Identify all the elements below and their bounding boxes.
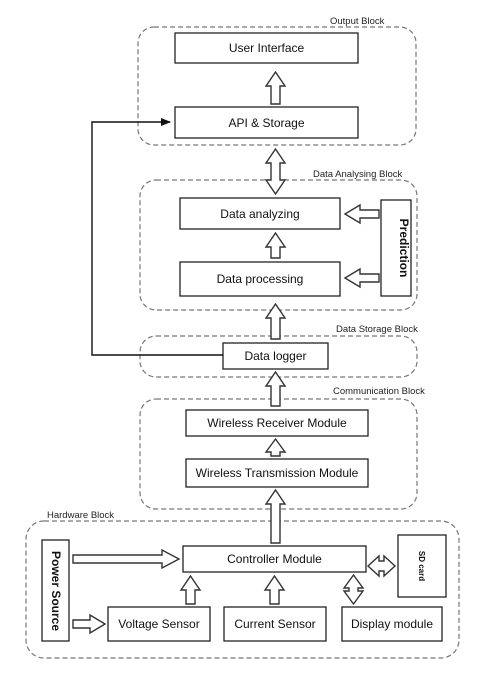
feedback-line-logger-to-api [91, 118, 223, 356]
arrow-current-to-controller [263, 574, 286, 605]
data-logger-label: Data logger [244, 349, 306, 363]
arrow-processing-to-analyzing [264, 231, 287, 259]
current-sensor-label: Current Sensor [234, 617, 315, 631]
api-storage-box [174, 106, 359, 139]
arrow-receiver-to-logger [264, 370, 287, 407]
data-logger-box [222, 342, 329, 370]
data-analyzing-box [179, 197, 341, 230]
arrow-controller-display-bidirectional [342, 573, 365, 606]
display-module-box [341, 606, 443, 642]
arrow-prediction-to-processing [343, 267, 380, 289]
wireless-transmission-box [185, 458, 369, 488]
power-source-label: Power Source [49, 551, 63, 631]
prediction-label: Prediction [397, 219, 411, 278]
output-block-label: Output Block [330, 16, 385, 27]
output-block-frame [137, 26, 417, 146]
sd-card-label: SD card [417, 551, 426, 581]
prediction-box [380, 199, 412, 297]
wireless-receiver-box [185, 409, 369, 437]
arrow-power-to-voltage-sensor [72, 613, 107, 635]
current-sensor-box [223, 606, 327, 642]
display-module-label: Display module [351, 617, 433, 631]
arrow-transmission-to-receiver [264, 437, 287, 457]
communication-block-label: Communication Block [333, 386, 425, 397]
data-storage-block-label: Data Storage Block [336, 324, 418, 335]
wireless-transmission-label: Wireless Transmission Module [196, 466, 359, 480]
arrow-power-to-controller [72, 548, 181, 570]
controller-module-label: Controller Module [227, 552, 322, 566]
arrow-api-to-ui [264, 70, 287, 105]
sd-card-box [397, 534, 447, 598]
data-processing-label: Data processing [217, 272, 304, 286]
arrow-api-analysing-bidirectional [264, 147, 287, 196]
data-processing-box [179, 261, 341, 297]
hardware-block-label: Hardware Block [47, 510, 114, 521]
user-interface-box [174, 32, 359, 64]
controller-module-box [182, 545, 367, 573]
hardware-block-frame [25, 520, 460, 659]
data-analyzing-label: Data analyzing [220, 207, 299, 221]
api-storage-label: API & Storage [228, 116, 304, 130]
arrow-prediction-to-analyzing [343, 203, 380, 225]
arrow-controller-to-transmission [264, 488, 287, 544]
voltage-sensor-label: Voltage Sensor [118, 617, 199, 631]
user-interface-label: User Interface [229, 41, 305, 55]
voltage-sensor-box [107, 606, 211, 642]
arrow-voltage-to-controller [179, 574, 202, 605]
power-source-box [41, 539, 70, 642]
data-analysing-block-label: Data Analysing Block [313, 169, 402, 180]
arrow-controller-sdcard-bidirectional [366, 554, 397, 578]
arrow-logger-to-processing [264, 302, 287, 340]
wireless-receiver-label: Wireless Receiver Module [207, 416, 347, 430]
